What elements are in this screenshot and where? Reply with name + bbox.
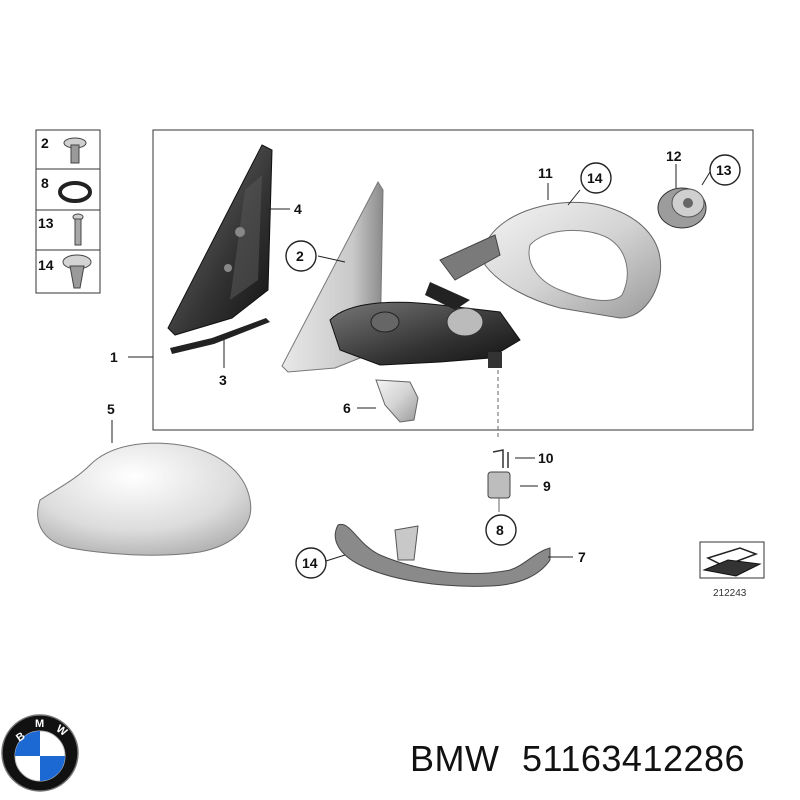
svg-text:M: M — [35, 718, 44, 730]
callout-circle — [295, 547, 327, 579]
callout-number: 12 — [666, 148, 682, 164]
brand-name: BMW — [410, 738, 500, 779]
small-cover-part — [375, 379, 419, 423]
callout-number: 3 — [219, 372, 227, 388]
motor-part — [657, 187, 707, 229]
indicator-strip-part — [334, 523, 551, 587]
callout-number: 4 — [294, 201, 302, 217]
callout-circle — [485, 514, 517, 546]
callout-number: 6 — [343, 400, 351, 416]
assembly-frame — [152, 129, 754, 431]
pin-screw-icon — [72, 213, 84, 246]
callout-number: 11 — [538, 165, 553, 181]
callout-circle — [285, 240, 317, 272]
screw-icon — [63, 137, 87, 164]
callout-number: 14 — [302, 555, 318, 571]
leader-lines — [111, 164, 711, 562]
legend-number: 13 — [38, 215, 54, 231]
callout-number: 14 — [587, 170, 603, 186]
part-caption: BMW 51163412286 — [410, 738, 745, 780]
mirror-base-part — [167, 144, 273, 336]
seal-strip-part — [170, 318, 270, 354]
mirror-cap-part — [37, 442, 252, 556]
legend-number: 2 — [41, 135, 49, 151]
callout-number: 2 — [296, 248, 304, 264]
callout-circle — [580, 162, 612, 194]
flange-screw-icon — [62, 254, 92, 289]
callout-circle — [709, 154, 741, 186]
callout-number: 1 — [110, 349, 118, 365]
connector-part — [487, 471, 511, 499]
callout-number: 10 — [538, 450, 554, 466]
callout-number: 9 — [543, 478, 551, 494]
ring-seal-icon — [58, 181, 92, 203]
connector-chain — [487, 370, 511, 512]
legend-number: 8 — [41, 175, 49, 191]
housing-frame-part — [439, 201, 662, 319]
reference-number: 212243 — [713, 588, 747, 599]
bmw-logo: B M W — [1, 714, 79, 792]
mirror-actuator-part — [329, 282, 521, 368]
callout-number: 13 — [716, 162, 732, 178]
part-number: 51163412286 — [522, 738, 746, 779]
callout-number: 7 — [578, 549, 586, 565]
legend-number: 14 — [38, 257, 54, 273]
legend-box: 2 8 13 14 — [35, 129, 101, 294]
callout-number: 5 — [107, 401, 115, 417]
callout-number: 8 — [496, 522, 504, 538]
reference-icon — [699, 541, 765, 579]
